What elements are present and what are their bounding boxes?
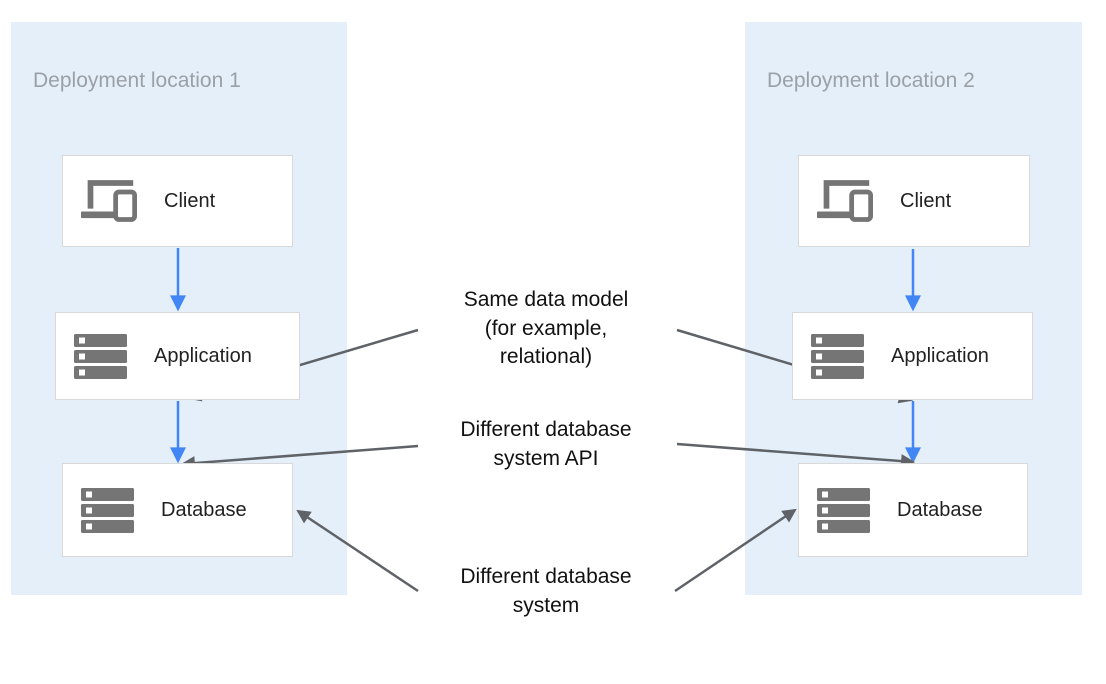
node-label: Application [154,344,252,367]
annotation-line: system API [493,446,599,470]
annotation-line: Different database [460,565,632,588]
annotation-line: (for example, [484,316,608,340]
node-label: Database [161,498,247,521]
client-devices-icon [817,180,873,222]
server-stack-icon [74,333,127,379]
node-label: Application [891,344,989,367]
node-application-1: Application [55,312,300,400]
node-client-1: Client [62,155,293,247]
node-label: Client [900,189,952,212]
node-label: Client [164,189,216,212]
annotation-different-db-system: Different database system [400,563,692,620]
annotation-line: Different database [460,418,632,441]
node-database-2: Database [798,463,1028,557]
annotation-line: relational) [499,345,593,368]
annotation-line: system [512,593,580,617]
node-label: Database [897,498,983,521]
panel-2-title: Deployment location 2 [767,69,975,92]
node-database-1: Database [62,463,293,557]
client-devices-icon [81,180,137,222]
node-client-2: Client [798,155,1030,247]
server-stack-icon [81,487,134,533]
annotation-line: Same data model [463,288,629,311]
server-stack-icon [817,487,870,533]
server-stack-icon [811,333,864,379]
panel-1-title: Deployment location 1 [33,69,241,92]
node-application-2: Application [792,312,1033,400]
annotation-different-db-system-api: Different database system API [400,416,692,473]
annotation-same-data-model: Same data model (for example, relational… [400,286,692,372]
